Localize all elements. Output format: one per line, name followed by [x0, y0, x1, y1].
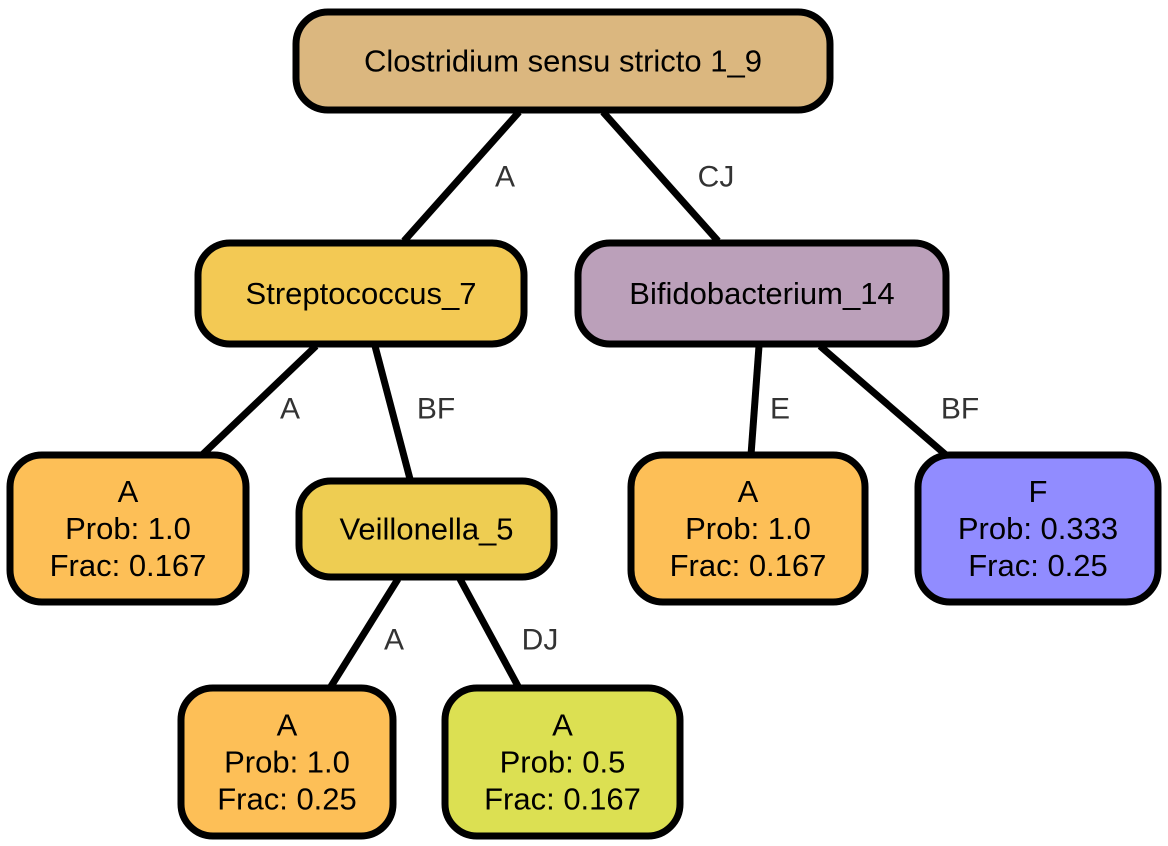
edge-label-strep-leaf1: A: [280, 393, 300, 426]
edge-strep-veill: [371, 345, 414, 480]
node-label: A: [277, 708, 298, 743]
edge-label-root-bifido: CJ: [698, 161, 735, 194]
edge-label-strep-veill: BF: [417, 393, 455, 426]
edge-veill-leaf4: [327, 577, 401, 690]
split-node-bifido: Bifidobacterium_14: [574, 239, 950, 348]
edge-label-veill-leaf4: A: [384, 624, 404, 657]
tree-edges: A CJ A BF E BF A DJ: [199, 109, 979, 690]
node-frac: Frac: 0.167: [670, 548, 827, 583]
node-prob: Prob: 0.5: [500, 745, 626, 780]
node-box: [295, 477, 558, 581]
node-box: [627, 451, 869, 606]
node-box: [914, 451, 1162, 606]
edge-bifido-leaf3: [817, 343, 949, 458]
edge-strep-leaf1: [199, 343, 319, 458]
edge-label-bifido-leaf3: BF: [941, 393, 979, 426]
node-box: [194, 239, 528, 348]
edge-label-veill-leaf5: DJ: [522, 624, 559, 657]
node-prob: Prob: 1.0: [224, 745, 350, 780]
edge-label-bifido-leaf2: E: [770, 393, 790, 426]
edge-bifido-leaf2: [747, 345, 763, 456]
edge-veill-leaf5: [456, 577, 523, 690]
node-label: Veillonella_5: [339, 512, 513, 547]
node-label: A: [738, 474, 759, 509]
node-prob: Prob: 1.0: [685, 511, 811, 546]
tree-nodes: Clostridium sensu stricto 1_9Streptococc…: [6, 8, 1162, 840]
node-prob: Prob: 1.0: [65, 511, 191, 546]
node-box: [441, 684, 684, 840]
node-label: Bifidobacterium_14: [629, 276, 894, 311]
node-frac: Frac: 0.25: [968, 548, 1108, 583]
node-label: Clostridium sensu stricto 1_9: [364, 44, 762, 79]
split-node-veill: Veillonella_5: [295, 477, 558, 581]
node-frac: Frac: 0.167: [484, 782, 641, 817]
edge-label-root-strep: A: [495, 161, 515, 194]
node-label: Streptococcus_7: [246, 276, 477, 311]
edge-root-bifido: [600, 109, 721, 244]
node-box: [574, 239, 950, 348]
node-label: A: [118, 474, 139, 509]
node-box: [177, 684, 397, 840]
edge-root-strep: [401, 109, 522, 244]
node-box: [292, 8, 834, 114]
split-node-strep: Streptococcus_7: [194, 239, 528, 348]
node-prob: Prob: 0.333: [958, 511, 1118, 546]
split-node-root: Clostridium sensu stricto 1_9: [292, 8, 834, 114]
node-frac: Frac: 0.167: [50, 548, 207, 583]
node-box: [6, 451, 250, 606]
node-label: F: [1029, 474, 1048, 509]
node-label: A: [552, 708, 573, 743]
node-frac: Frac: 0.25: [217, 782, 357, 817]
